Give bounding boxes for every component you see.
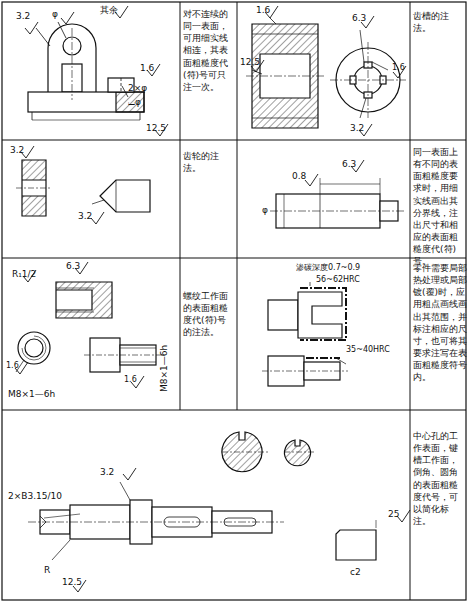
thread-drawing [16, 282, 162, 372]
table-grid [2, 2, 466, 600]
gear-section-drawing [246, 18, 406, 128]
table-cell-text: 零件需要局部热处理或局部镀(覆)时，应用粗点画线画出其范围，并标注相应的尺寸，也… [413, 262, 467, 383]
dimension-text: 3.2 [350, 124, 364, 133]
dimension-text: 1.6 [6, 362, 19, 370]
dimension-text: M8×1—6h [8, 390, 55, 399]
table-cell-text: 齿槽的注法。 [413, 10, 465, 34]
dimension-text: 3.2 [16, 12, 30, 21]
dimension-text: 1.6 [392, 64, 405, 72]
roughness-symbol [61, 12, 74, 24]
dimension-text: 6.3 [342, 160, 356, 169]
table-cell-text: 螺纹工作面的表面粗糙度代(符)号的注法。 [183, 290, 235, 339]
roughness-symbol [91, 212, 104, 224]
table-cell-text: 齿轮的注法。 [183, 150, 235, 174]
bracket-drawing [28, 22, 144, 120]
dimension-text: 35~40HRC [346, 346, 390, 354]
roughness-symbol [305, 174, 318, 186]
dimension-text: 25 [388, 510, 399, 519]
table-cell-text: 对不连续的同一表面，可用细实线相连，其表面粗糙度代(符)号可只注一次。 [183, 8, 235, 93]
dimension-text: 56~62HRC [316, 276, 360, 284]
dimension-text: 12.5 [146, 124, 166, 133]
dimension-text: 1.6 [256, 6, 270, 15]
dimension-text: c2 [350, 568, 361, 577]
dimension-text: ⌴φ [128, 98, 141, 107]
dimension-text: 其余 [100, 6, 118, 15]
dimension-text: 3.2 [78, 212, 92, 221]
roughness-symbol [123, 468, 136, 480]
dimension-text: 1.6 [140, 64, 154, 73]
dimension-text: 6.3 [66, 262, 80, 271]
dimension-text: 渗碳深度0.7~0.9 [296, 264, 360, 272]
shaft-drawing [28, 432, 376, 560]
dimension-text: R₁1/2 [12, 270, 36, 279]
dimension-text: R [44, 566, 50, 575]
dimension-text: φ [262, 206, 268, 215]
dimension-text: 6.3 [352, 14, 366, 23]
dimension-text: 3.2 [10, 146, 24, 155]
dimension-text: 12.5 [240, 58, 260, 67]
dimension-text: 2×φ [128, 84, 147, 93]
table-cell-text: 中心孔的工作表面，键槽工作面，倒角、圆角的表面粗糙度代号，可以简化标注。 [413, 430, 465, 527]
heat-treatment-drawing [262, 282, 348, 386]
dimension-text: M8×1—6h [160, 345, 169, 392]
dimension-text: φ [52, 10, 58, 19]
dimension-text: 0.8 [292, 172, 306, 181]
dimension-text: 1.6 [124, 376, 137, 384]
dimension-text: 2×B3.15/10 [8, 492, 62, 501]
roughness-symbols [15, 6, 410, 592]
gear-drawing [16, 160, 150, 216]
dimension-text: 12.5 [62, 578, 82, 587]
shaft-zones-drawing [270, 178, 404, 228]
dimension-text: 3.2 [100, 468, 114, 477]
table-cell-text: 同一表面上有不同的表面粗糙度要求时，用细实线画出其分界线，注出尺寸和相应的表面粗… [413, 146, 465, 267]
roughness-symbol [25, 22, 38, 34]
